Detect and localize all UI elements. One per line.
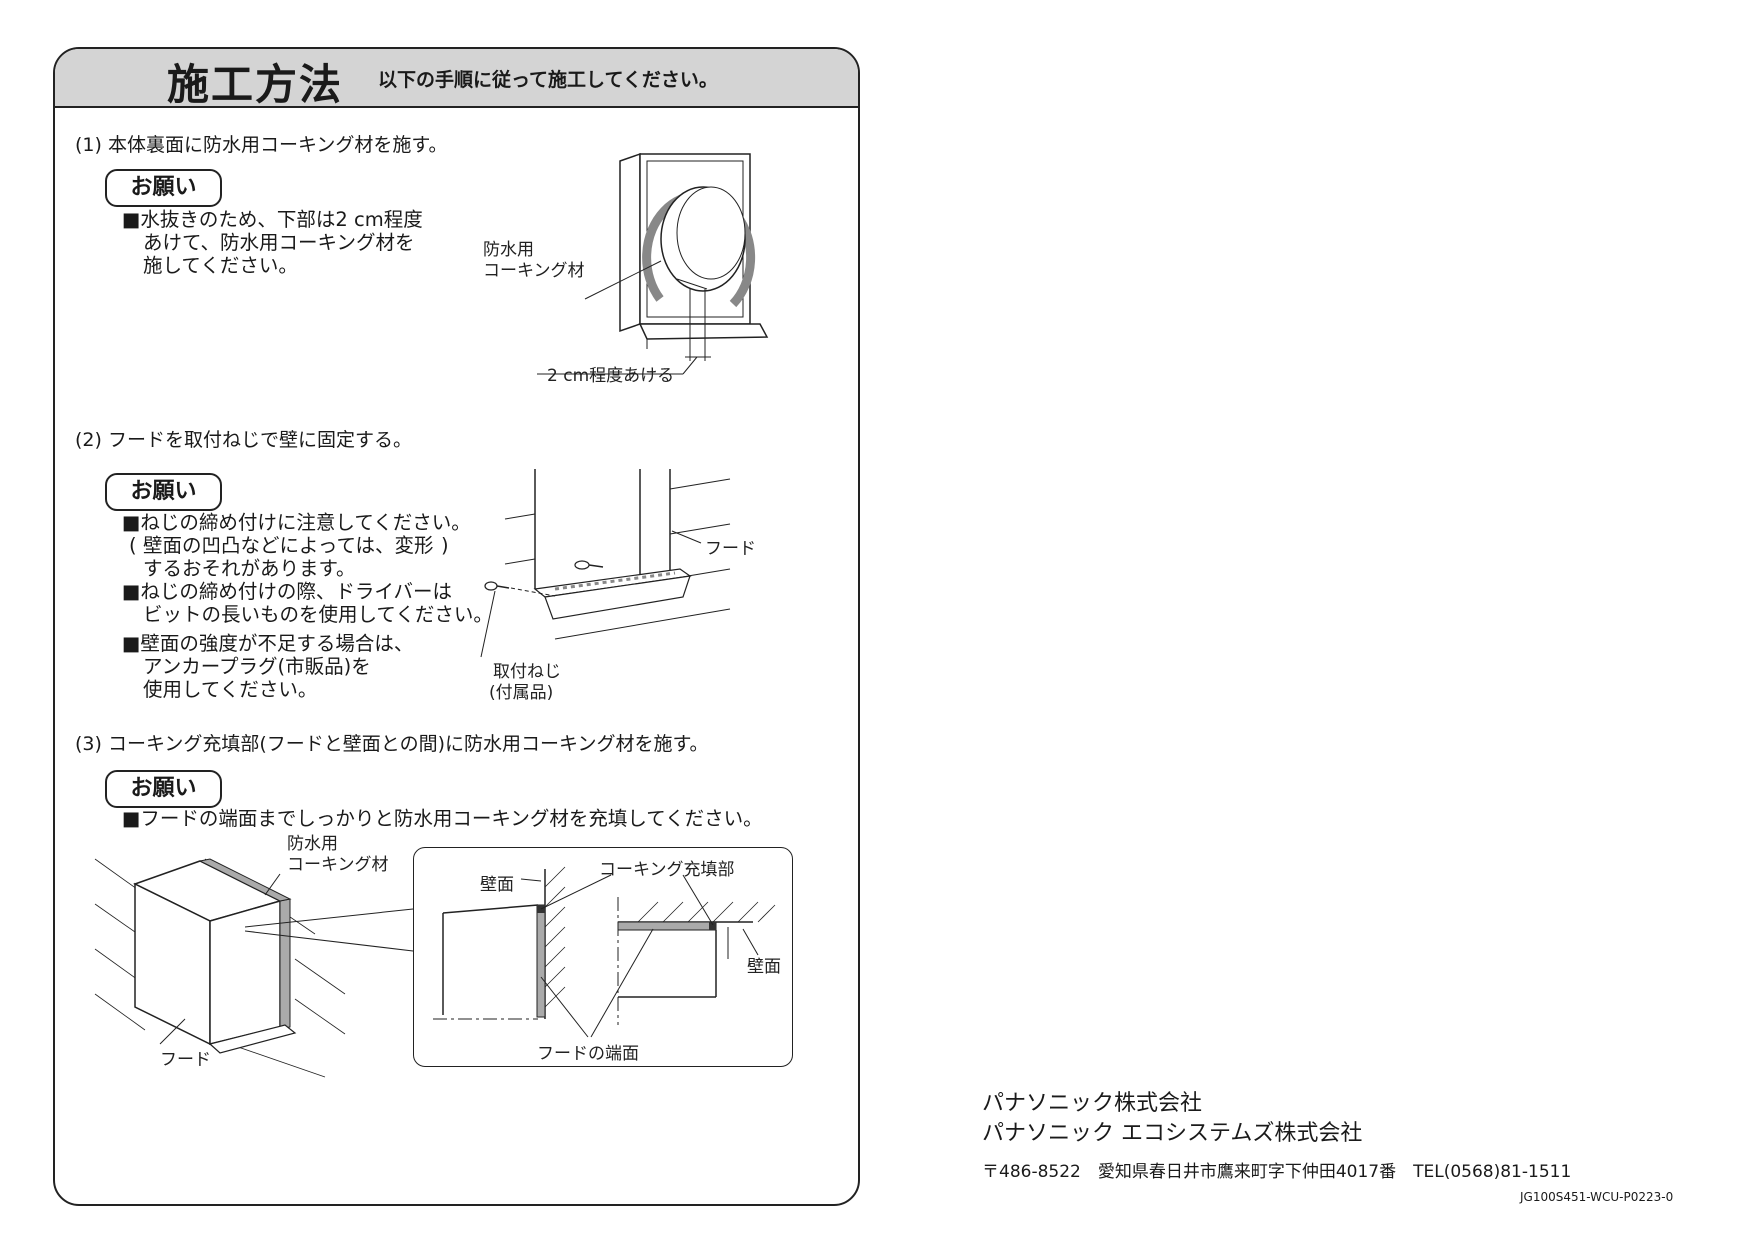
- step2-label-screw-2: (付属品): [489, 683, 554, 703]
- step1-note-line-3: 施してください。: [143, 254, 298, 277]
- step2-heading: (2) フードを取付ねじで壁に固定する。: [75, 429, 412, 451]
- page-title: 施工方法: [167, 60, 344, 109]
- step3-label-hood-edge: フードの端面: [537, 1044, 639, 1064]
- step1-label-caulk-2: コーキング材: [483, 261, 585, 281]
- step3-note: ■フードの端面までしっかりと防水用コーキング材を充填してください。: [122, 807, 763, 830]
- step3-request-badge: お願い: [105, 770, 222, 808]
- step2-label-screw-1: 取付ねじ: [493, 662, 561, 682]
- step3-label-caulk-2: コーキング材: [287, 855, 389, 875]
- step2-note-line-5: ビットの長いものを使用してください。: [143, 603, 493, 626]
- step2-note-line-4: ■ねじの締め付けの際、ドライバーは: [122, 580, 453, 603]
- step3-label-hood: フード: [160, 1050, 211, 1070]
- step3-label-caulk-1: 防水用: [287, 834, 338, 854]
- step1-hood-back-diagram: [537, 152, 769, 375]
- step2-note-line-1: ■ねじの締め付けに注意してください。: [122, 511, 471, 534]
- step2-note-line-8: 使用してください。: [143, 678, 318, 701]
- footer-company-2: パナソニック エコシステムズ株式会社: [982, 1121, 1363, 1146]
- panel-header: 施工方法 以下の手順に従って施工してください。: [55, 49, 858, 109]
- step1-heading: (1) 本体裏面に防水用コーキング材を施す。: [75, 134, 448, 156]
- step3-detail-box: [413, 847, 793, 1067]
- step3-label-wall-left: 壁面: [480, 875, 514, 895]
- step2-note-line-7: アンカープラグ(市販品)を: [143, 655, 371, 678]
- step3-zoom-connector: [245, 908, 414, 952]
- step3-label-wall-right: 壁面: [747, 957, 781, 977]
- step1-request-badge: お願い: [105, 169, 222, 207]
- step2-label-hood: フード: [705, 539, 756, 559]
- step1-label-caulk-1: 防水用: [483, 240, 534, 260]
- step3-label-fill: コーキング充填部: [599, 860, 735, 880]
- step1-note-line-1: ■水抜きのため、下部は2 cm程度: [122, 208, 423, 231]
- step2-note-paren-open: (: [129, 534, 137, 557]
- step2-note-line-3: するおそれがあります。: [143, 557, 356, 580]
- step2-hood-mount-diagram: [480, 469, 731, 658]
- step2-note-line-6: ■壁面の強度が不足する場合は、: [122, 632, 414, 655]
- step1-label-gap: 2 cm程度あける: [547, 366, 675, 386]
- step2-note-paren-close: ): [441, 534, 449, 557]
- step3-heading: (3) コーキング充填部(フードと壁面との間)に防水用コーキング材を施す。: [75, 733, 709, 755]
- footer-address: 〒486-8522 愛知県春日井市鷹来町字下仲田4017番 TEL(0568)8…: [982, 1162, 1572, 1182]
- step3-hood-perspective-diagram: [94, 858, 346, 1078]
- footer-company-1: パナソニック株式会社: [982, 1091, 1203, 1116]
- step1-note-line-2: あけて、防水用コーキング材を: [143, 231, 415, 254]
- step2-note-line-2: 壁面の凹凸などによっては、変形: [143, 534, 434, 557]
- step3-detail-diagram: [433, 866, 776, 1038]
- document-code: JG100S451-WCU-P0223-0: [1520, 1190, 1674, 1204]
- instruction-panel: 施工方法 以下の手順に従って施工してください。 (1) 本体裏面に防水用コーキン…: [53, 47, 860, 1206]
- step2-request-badge: お願い: [105, 473, 222, 511]
- page-subtitle: 以下の手順に従って施工してください。: [378, 69, 718, 91]
